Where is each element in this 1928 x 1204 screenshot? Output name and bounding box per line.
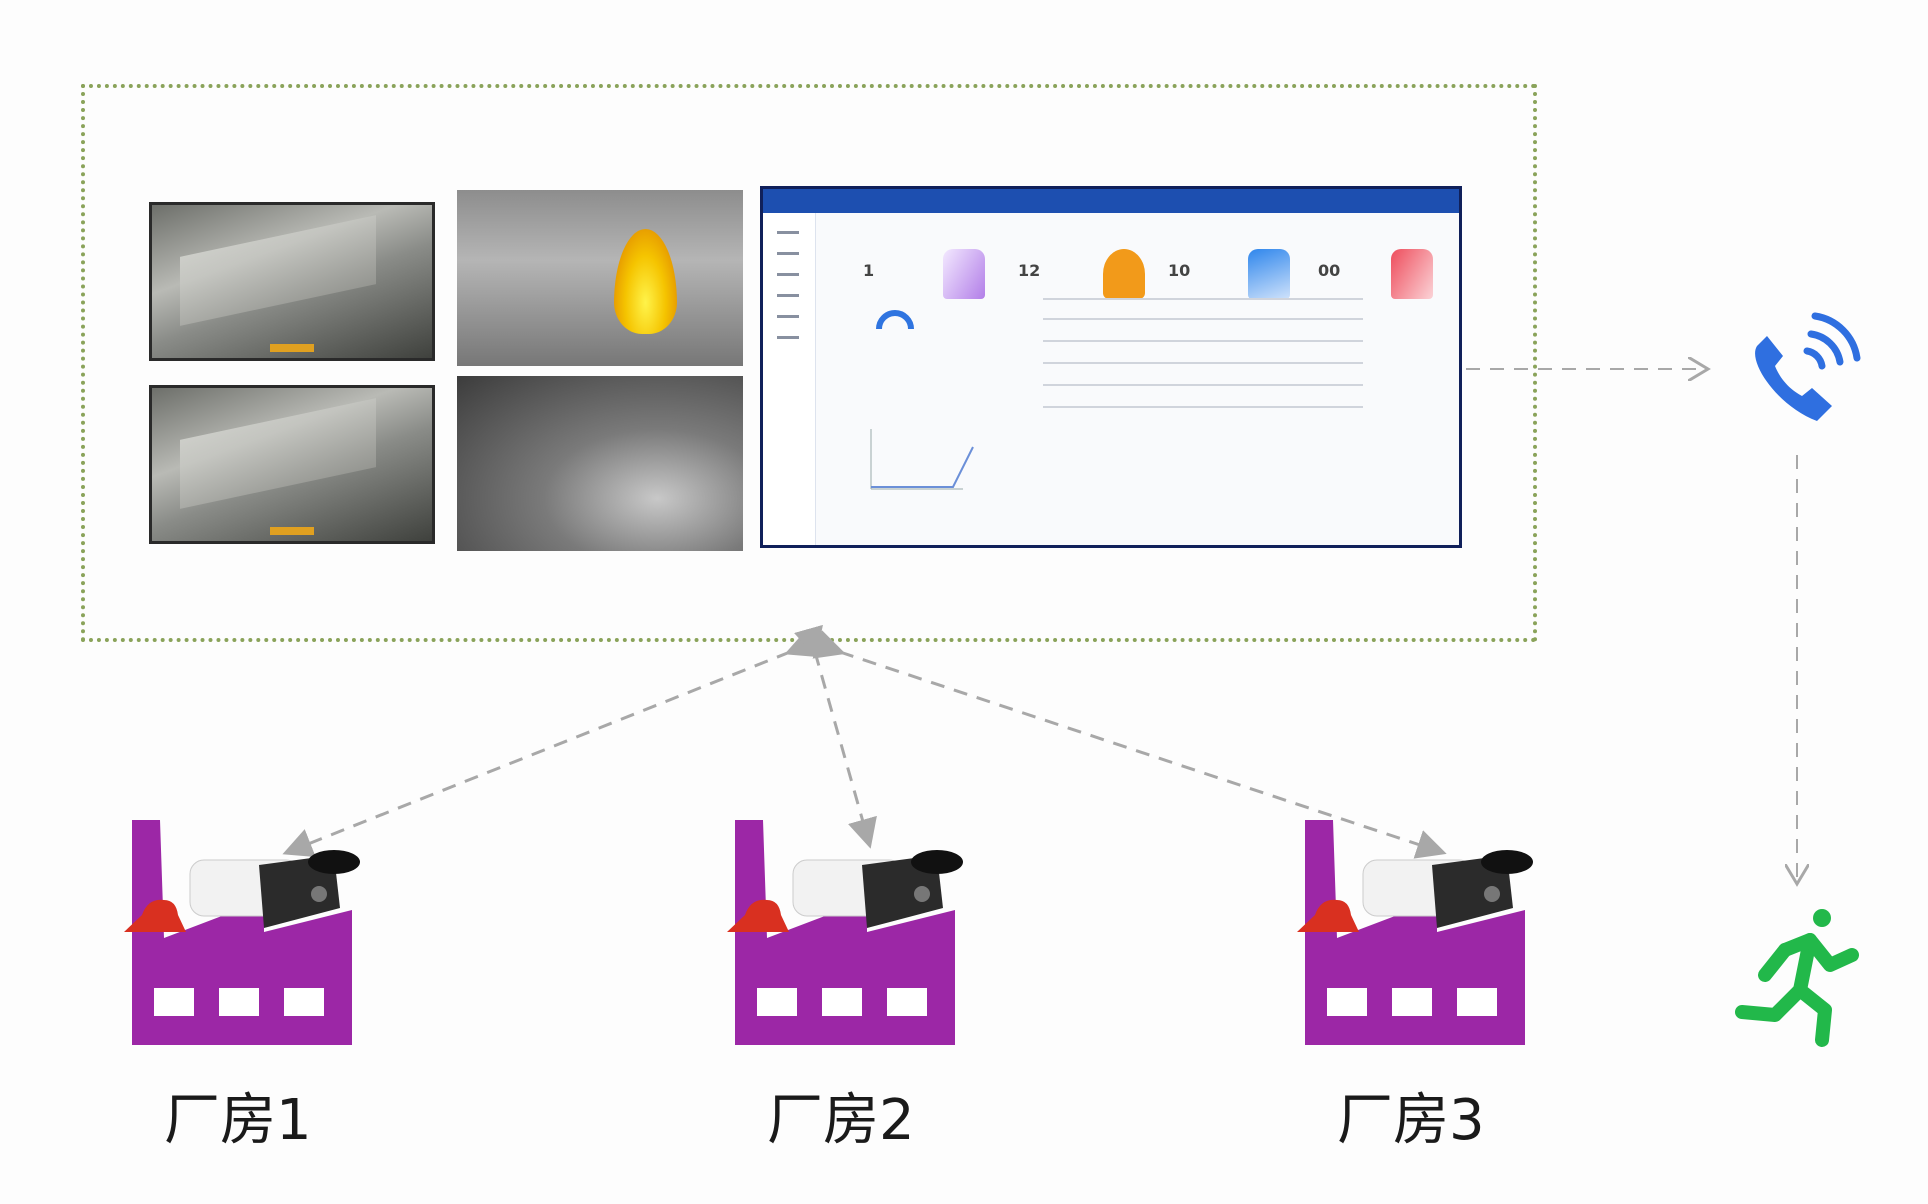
fire-detection-feed [457,190,743,366]
cctv-camera-icon [1362,850,1533,928]
dashboard-screen: 1 12 10 00 [760,186,1462,548]
camera-feed-2 [149,385,435,544]
cctv-camera-icon [189,850,360,928]
alarm-light-icon [124,899,186,932]
stat-tile [943,249,985,299]
factory-label: 厂房1 [164,1088,312,1153]
factory-3: 厂房3 [1297,820,1537,1153]
stat-value: 12 [1018,261,1041,280]
dashboard-header [763,189,1459,213]
dashboard-widgets [870,298,1363,490]
smoke-feed [457,376,743,551]
alarm-light-icon [727,899,789,932]
factory-icon [124,820,360,1045]
factory-2: 厂房2 [727,820,967,1153]
stat-value: 00 [1318,261,1341,280]
cctv-camera-icon [792,850,963,928]
camera-feed-1 [149,202,435,361]
factory-1: 厂房1 [124,820,364,1153]
running-person-icon [1735,909,1859,1047]
factory-label: 厂房3 [1337,1088,1485,1153]
stat-tile [1391,249,1433,299]
arrow-factory-3 [812,630,1447,859]
factory-icon [727,820,963,1045]
arrow-factory-2 [794,624,877,849]
stat-tile [1103,249,1145,299]
factory-icon [1297,820,1533,1045]
arrow-factory-1 [282,629,818,858]
phone-ringing-icon [1755,312,1861,421]
stat-tile [1248,249,1290,299]
stat-value: 1 [863,261,875,280]
dashboard-sidebar [763,213,816,545]
alarm-light-icon [1297,899,1359,932]
stat-value: 10 [1168,261,1191,280]
factory-label: 厂房2 [767,1088,915,1153]
